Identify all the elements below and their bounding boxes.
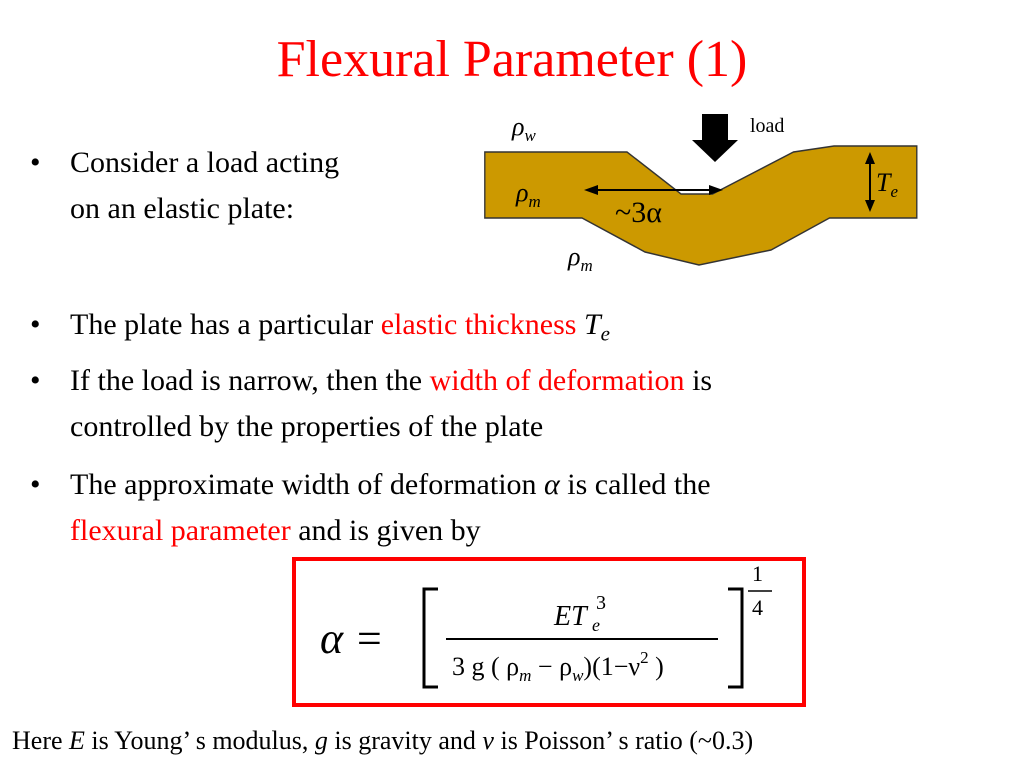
thickness-label: Te	[876, 168, 898, 202]
bullet-dot: •	[30, 146, 41, 179]
numerator: ET	[553, 601, 589, 632]
bullet-2-text: The plate has a particular elastic thick…	[70, 308, 610, 346]
left-bracket	[422, 587, 438, 689]
numerator-sub: e	[592, 615, 600, 635]
bullet-1-line-1: Consider a load acting	[70, 146, 340, 179]
formula-box: α = ET 3 e 3 g ( ρm − ρw)(1−ν2 ) 1 4	[292, 557, 806, 707]
rho-m-mantle-label: ρm	[568, 242, 593, 276]
exponent-denominator: 4	[752, 595, 763, 620]
flexural-parameter-highlight: flexural parameter	[70, 514, 291, 547]
load-arrow	[692, 114, 738, 162]
load-label: load	[750, 115, 785, 137]
elastic-thickness-highlight: elastic thickness	[380, 308, 577, 341]
bullet-3-line-2: controlled by the properties of the plat…	[70, 410, 544, 443]
rho-w-label: ρw	[512, 112, 536, 146]
exponent-numerator: 1	[752, 561, 763, 586]
bullet-4-line-2: flexural parameter and is given by	[70, 514, 481, 547]
bullet-3-line-1: If the load is narrow, then the width of…	[70, 364, 713, 397]
thickness-arrow	[865, 152, 875, 212]
width-label: ~3α	[615, 196, 662, 229]
bullet-dot: •	[30, 468, 41, 501]
rho-m-plate-label: ρm	[516, 178, 541, 212]
formula-svg: α = ET 3 e 3 g ( ρm − ρw)(1−ν2 ) 1 4	[320, 561, 772, 689]
formula-lhs: α =	[320, 614, 384, 663]
footnote: Here E is Young’ s modulus, g is gravity…	[12, 726, 754, 755]
slide-title: Flexural Parameter (1)	[276, 31, 748, 88]
plate-diagram: ρw ρm ρm load ~3α Te	[470, 100, 920, 290]
bullet-1-line-2: on an elastic plate:	[70, 192, 295, 225]
plate-svg	[484, 114, 918, 266]
bullet-dot: •	[30, 364, 41, 397]
bullet-4-line-1: The approximate width of deformation α i…	[70, 468, 711, 501]
width-arrow	[584, 185, 723, 195]
bullet-dot: •	[30, 308, 41, 341]
elastic-plate-shape	[484, 145, 918, 266]
numerator-sup: 3	[596, 592, 606, 614]
right-bracket	[728, 587, 744, 689]
denominator: 3 g ( ρm − ρw)(1−ν2 )	[452, 648, 664, 685]
width-deformation-highlight: width of deformation	[429, 364, 685, 397]
